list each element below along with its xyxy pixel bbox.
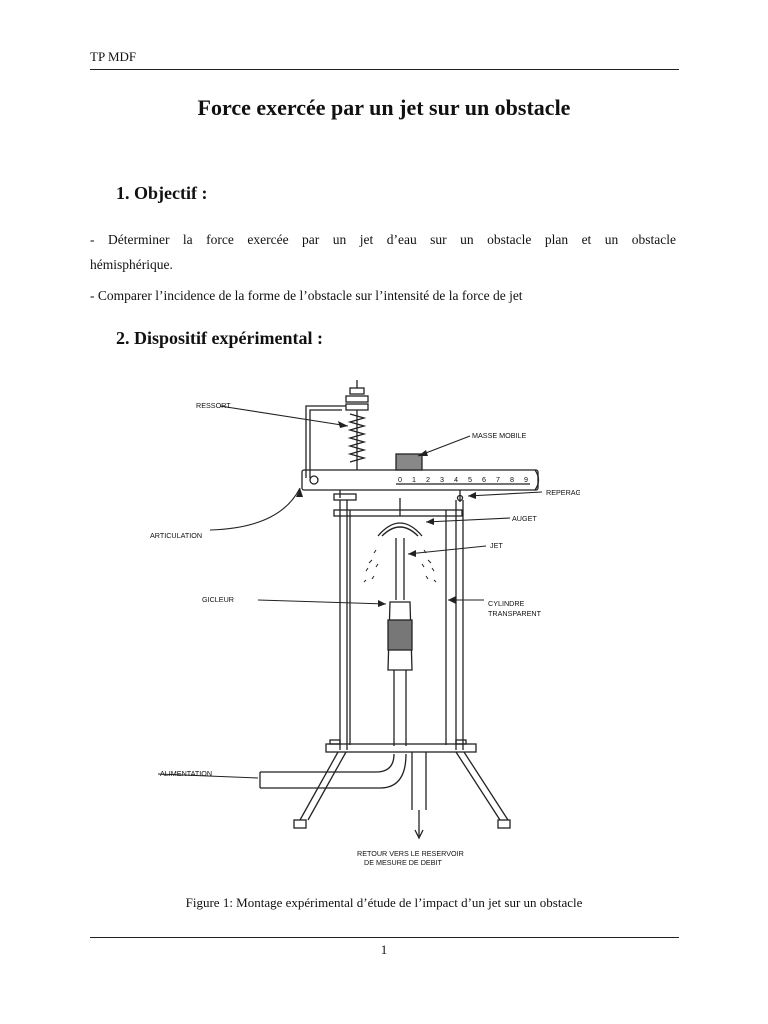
label-auget: AUGET xyxy=(512,514,537,523)
scale-number: 7 xyxy=(496,475,500,484)
label-masse-mobile: MASSE MOBILE xyxy=(472,431,527,440)
label-alimentation: ALIMENTATION xyxy=(160,769,212,778)
document-title: Force exercée par un jet sur un obstacle xyxy=(197,95,571,120)
apparatus-drawing: 0 1 2 3 4 5 6 7 8 9 RESSORT MASSE MOBILE… xyxy=(150,380,586,867)
supply-pipe xyxy=(260,753,395,773)
lever-arm xyxy=(301,469,539,491)
pivot xyxy=(309,475,319,485)
scale-number: 0 xyxy=(398,475,402,484)
running-header: TP MDF xyxy=(90,49,137,64)
sliding-mass xyxy=(395,453,423,471)
label-cylindre-line2: TRANSPARENT xyxy=(488,609,542,618)
objectif-line-3: - Comparer l’incidence de la forme de l’… xyxy=(90,288,523,303)
section-heading-dispositif: 2. Dispositif expérimental : xyxy=(116,328,323,348)
objectif-line-1: - Déterminer la force exercée par un jet… xyxy=(90,232,676,247)
header-rule xyxy=(90,69,679,70)
label-reperage: REPERAGE xyxy=(546,488,580,497)
spring-nut xyxy=(345,395,369,403)
water-spray xyxy=(363,549,437,583)
base-plate xyxy=(325,743,477,753)
scale-number: 2 xyxy=(426,475,430,484)
section-heading-objectif: 1. Objectif : xyxy=(116,183,208,203)
footer-rule xyxy=(90,937,679,938)
scale-number: 3 xyxy=(440,475,444,484)
label-cylindre-line1: CYLINDRE xyxy=(488,599,525,608)
label-jet: JET xyxy=(490,541,503,550)
scale-number: 4 xyxy=(454,475,458,484)
scale-number: 5 xyxy=(468,475,472,484)
scale-number: 8 xyxy=(510,475,514,484)
scale-number: 1 xyxy=(412,475,416,484)
apparatus-figure: 0 1 2 3 4 5 6 7 8 9 RESSORT MASSE MOBILE… xyxy=(150,370,586,870)
label-ressort: RESSORT xyxy=(196,401,231,410)
screw-cap xyxy=(349,387,365,395)
objectif-line-2: hémisphérique. xyxy=(90,257,173,272)
spring-coil xyxy=(347,413,367,463)
scale-number: 6 xyxy=(482,475,486,484)
figure-caption: Figure 1: Montage expérimental d’étude d… xyxy=(185,895,583,910)
page-number: 1 xyxy=(380,942,388,957)
auget-cup xyxy=(377,522,423,537)
label-retour-line2: DE MESURE DE DEBIT xyxy=(364,858,442,867)
label-articulation: ARTICULATION xyxy=(150,531,202,540)
label-retour-line1: RETOUR VERS LE RESERVOIR xyxy=(357,849,464,858)
scale-numbers: 0 1 2 3 4 5 6 7 8 9 xyxy=(398,475,528,484)
label-gicleur: GICLEUR xyxy=(202,595,234,604)
scale-number: 9 xyxy=(524,475,528,484)
